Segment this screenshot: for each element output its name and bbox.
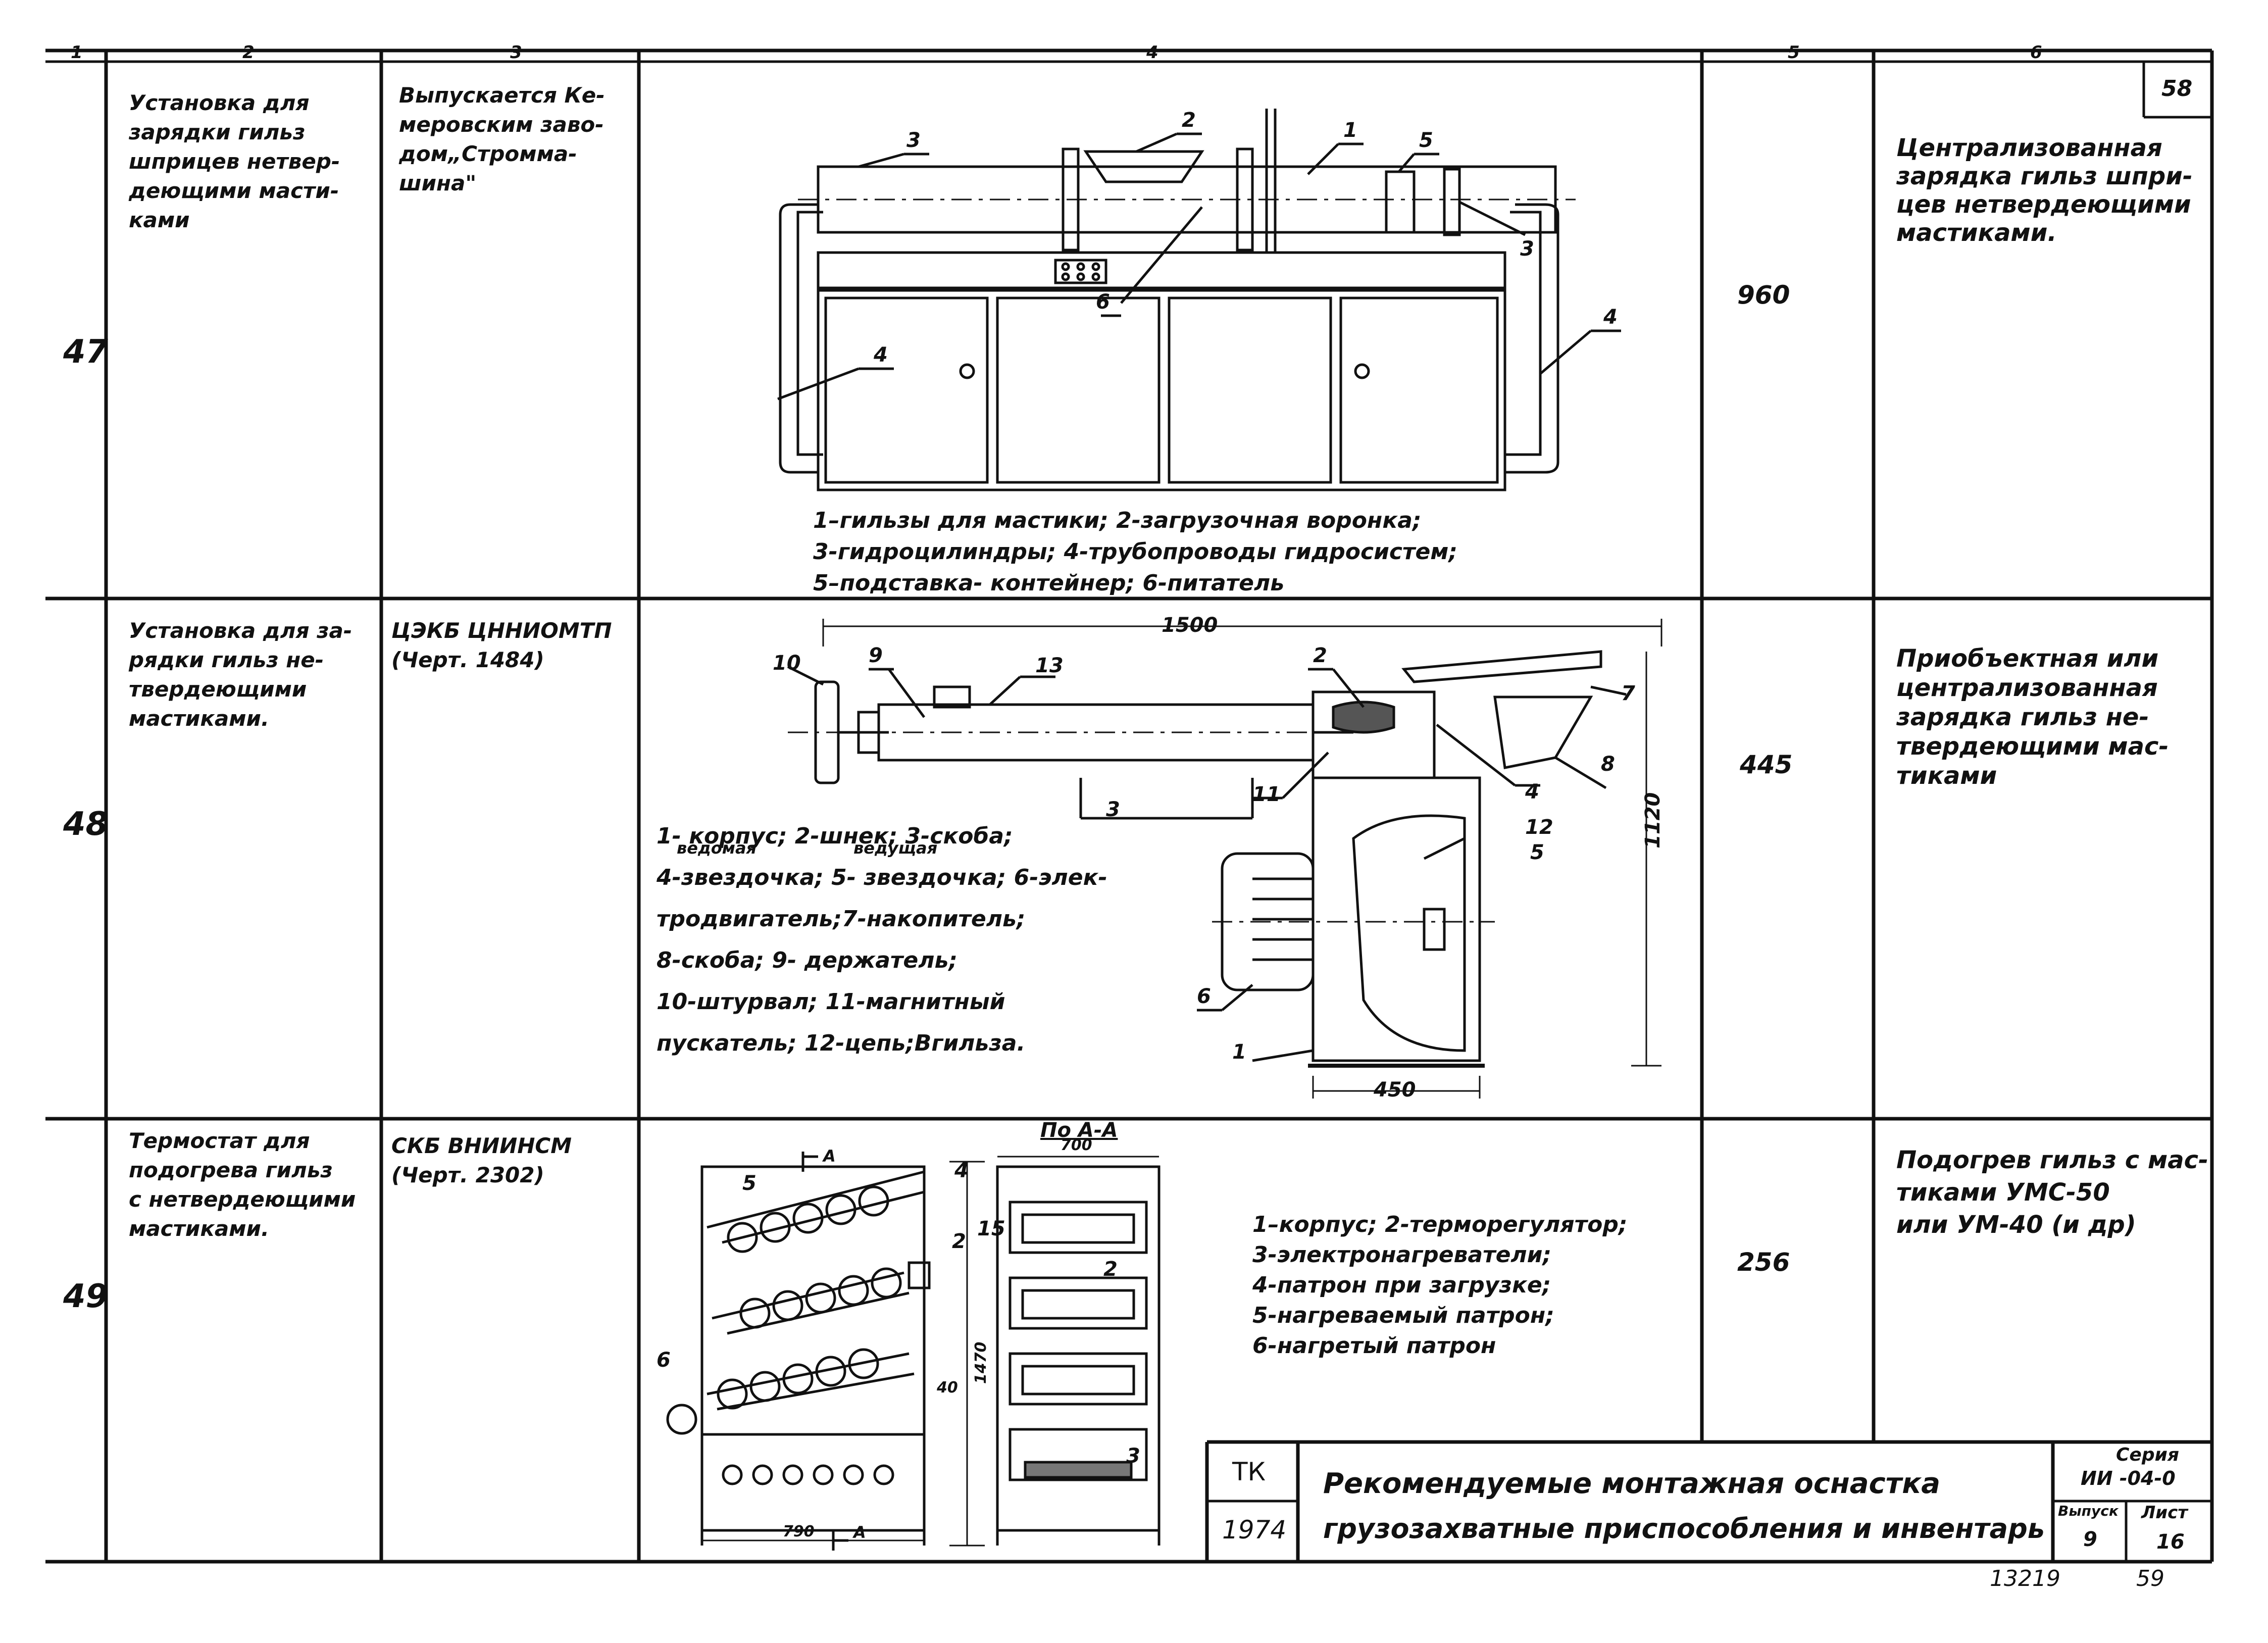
row-49-callout-a-top: А: [823, 1147, 836, 1166]
title-block-code: ТК: [1232, 1457, 1266, 1486]
row-49-callout-6: 6: [657, 1349, 671, 1372]
row-49-dim-width: 790: [783, 1523, 815, 1540]
row-number-49: 49: [63, 1278, 109, 1315]
row-48-callout-13: 13: [1035, 654, 1064, 677]
row-47-callout-4b: 4: [1603, 306, 1618, 329]
issue-label: Выпуск: [2058, 1503, 2119, 1519]
row-49-price: 256: [1737, 1248, 1790, 1277]
row-number-48: 48: [63, 806, 109, 843]
row-47-legend: 1–гильзы для мастики; 2-загрузочная воро…: [813, 508, 1457, 596]
row-47-callout-2: 2: [1182, 109, 1196, 132]
row-49-dim-height: 1470: [972, 1341, 990, 1384]
row-48-callout-8: 8: [1601, 753, 1615, 776]
footer-doc-number: 13219: [1990, 1566, 2060, 1591]
row-48-source: ЦЭКБ ЦННИОМТП(Черт. 1484): [391, 618, 612, 672]
row-47-source: Выпускается Ке-меровским заво-дом„Стромм…: [399, 83, 605, 195]
row-49-source: СКБ ВНИИНСМ(Черт. 2302): [391, 1133, 572, 1187]
series-value: ИИ -04-0: [2081, 1467, 2176, 1489]
row-48-dim-length: 1500: [1162, 614, 1218, 637]
row-49-callout-a-bottom: А: [853, 1523, 866, 1542]
row-48-legend: 1- корпус; 2-шнек; 3-скоба;4-звездочка; …: [657, 823, 1107, 1056]
title-block-title-line2: грузозахватные приспособления и инвентар…: [1323, 1513, 2045, 1545]
row-47-callout-1: 1: [1343, 119, 1357, 142]
row-47-price: 960: [1737, 280, 1790, 310]
sheet-label: Лист: [2141, 1503, 2188, 1523]
row-49-callout-2b: 2: [1103, 1258, 1118, 1281]
row-48-callout-3: 3: [1106, 798, 1120, 821]
footer-page-number: 59: [2136, 1566, 2164, 1591]
column-header-1: 1: [71, 42, 83, 63]
row-49-legend: 1–корпус; 2-терморегулятор;3-электронагр…: [1252, 1212, 1628, 1359]
row-47-callout-4a: 4: [874, 343, 888, 367]
row-47-callout-5: 5: [1419, 129, 1433, 152]
row-48-callout-2: 2: [1313, 644, 1327, 667]
row-48-callout-4: 4: [1525, 780, 1539, 804]
row-48-callout-12: 12: [1525, 816, 1553, 839]
row-48-callout-5: 5: [1530, 841, 1544, 864]
title-block-year: 1974: [1222, 1515, 1287, 1545]
row-49-callout-15: 15: [977, 1217, 1005, 1240]
row-48-dim-base: 450: [1374, 1078, 1416, 1102]
row-49-callout-3: 3: [1126, 1445, 1140, 1468]
sheet-value: 16: [2156, 1530, 2185, 1554]
row-number-47: 47: [63, 333, 109, 371]
column-header-5: 5: [1788, 42, 1800, 63]
row-48-price: 445: [1740, 750, 1793, 779]
row-49-section-label: По А-А: [1040, 1119, 1118, 1142]
row-48-legend-small-2: ведущая: [853, 838, 938, 858]
series-label: Серия: [2116, 1445, 2179, 1465]
column-header-3: 3: [510, 42, 522, 63]
row-48-callout-10: 10: [773, 652, 801, 675]
row-49-callout-5: 5: [742, 1172, 757, 1195]
issue-value: 9: [2083, 1528, 2097, 1551]
row-48-callout-7: 7: [1621, 682, 1635, 705]
column-header-2: 2: [242, 42, 255, 63]
row-49-callout-4: 4: [954, 1159, 969, 1182]
row-49-dim-section-width: 700: [1061, 1136, 1092, 1154]
row-48-name: Установка для за-рядки гильз не-твердеющ…: [129, 618, 352, 731]
column-header-6: 6: [2030, 42, 2042, 63]
row-49-dim-inner: 40: [937, 1379, 958, 1397]
row-48-callout-9: 9: [869, 644, 883, 667]
row-48-legend-small-1: ведомая: [677, 838, 757, 858]
row-48-callout-11: 11: [1252, 783, 1281, 806]
row-47-callout-6: 6: [1096, 290, 1110, 314]
row-48-callout-1: 1: [1232, 1040, 1246, 1064]
row-48-callout-6: 6: [1197, 985, 1211, 1008]
column-header-4: 4: [1146, 42, 1158, 63]
title-block-title-line1: Рекомендуемые монтажная оснастка: [1323, 1467, 1940, 1500]
row-47-callout-3b: 3: [1520, 237, 1534, 261]
sheet-number: 58: [2161, 76, 2193, 102]
row-47-callout-3a: 3: [906, 129, 921, 152]
row-49-callout-2a: 2: [952, 1230, 966, 1253]
